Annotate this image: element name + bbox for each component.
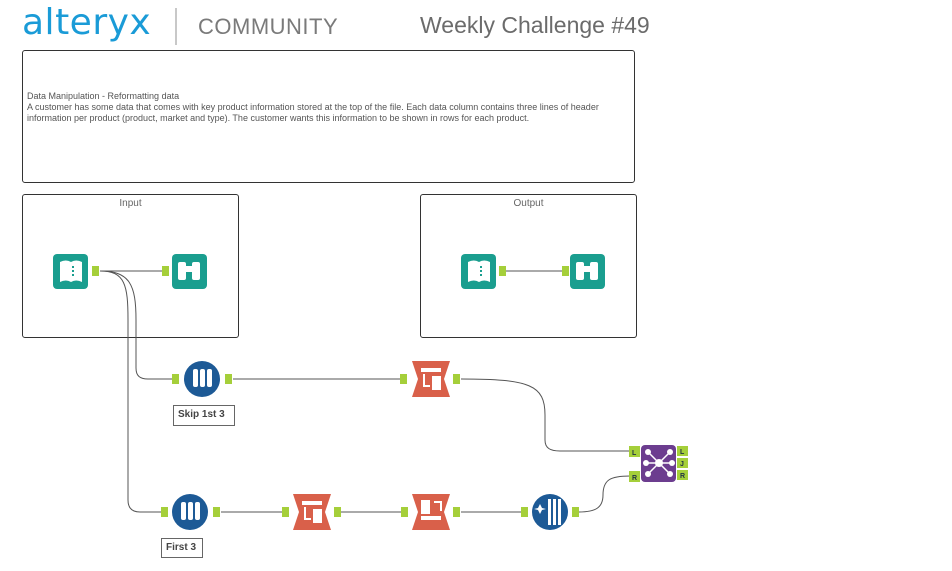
join-tool[interactable] xyxy=(629,445,688,482)
input-container-title: Input xyxy=(119,198,142,209)
input-data-tool[interactable] xyxy=(53,254,99,289)
join-anchor-right-label: R xyxy=(632,475,637,482)
output-browse-tool[interactable] xyxy=(562,254,605,289)
community-label: COMMUNITY xyxy=(198,14,339,39)
connection-multirow-join xyxy=(578,475,631,513)
alteryx-logo[interactable]: alteryx xyxy=(22,2,152,43)
join-out-join-label: J xyxy=(680,461,684,468)
description-body: A customer has some data that comes with… xyxy=(27,102,599,123)
sample-first-tool[interactable] xyxy=(161,494,220,530)
transpose-tool[interactable] xyxy=(401,494,460,530)
crosstab-tool-top[interactable] xyxy=(400,361,460,397)
sample-skip-tool[interactable] xyxy=(172,361,232,397)
multi-row-formula-tool[interactable] xyxy=(521,494,579,530)
join-anchor-left-label: L xyxy=(632,450,637,457)
crosstab-tool-bottom[interactable] xyxy=(282,494,341,530)
join-out-left-label: L xyxy=(680,449,685,456)
connection-input-first xyxy=(99,270,162,513)
browse-tool[interactable] xyxy=(162,254,207,289)
description-title: Data Manipulation - Reformatting data xyxy=(27,91,180,101)
join-out-right-label: R xyxy=(680,473,685,480)
output-input-data-tool[interactable] xyxy=(461,254,506,289)
output-container-title: Output xyxy=(513,198,544,209)
connection-input-skip xyxy=(99,270,172,380)
first-annotation[interactable]: First 3 xyxy=(161,538,203,558)
header-divider xyxy=(175,8,177,45)
header: alteryx COMMUNITY Weekly Challenge #49 xyxy=(0,0,952,50)
challenge-title: Weekly Challenge #49 xyxy=(420,12,650,38)
skip-annotation[interactable]: Skip 1st 3 xyxy=(173,405,235,426)
connection-crosstab-join xyxy=(460,378,630,452)
connections xyxy=(99,270,631,513)
description-comment-box[interactable]: Data Manipulation - Reformatting data A … xyxy=(22,50,635,183)
